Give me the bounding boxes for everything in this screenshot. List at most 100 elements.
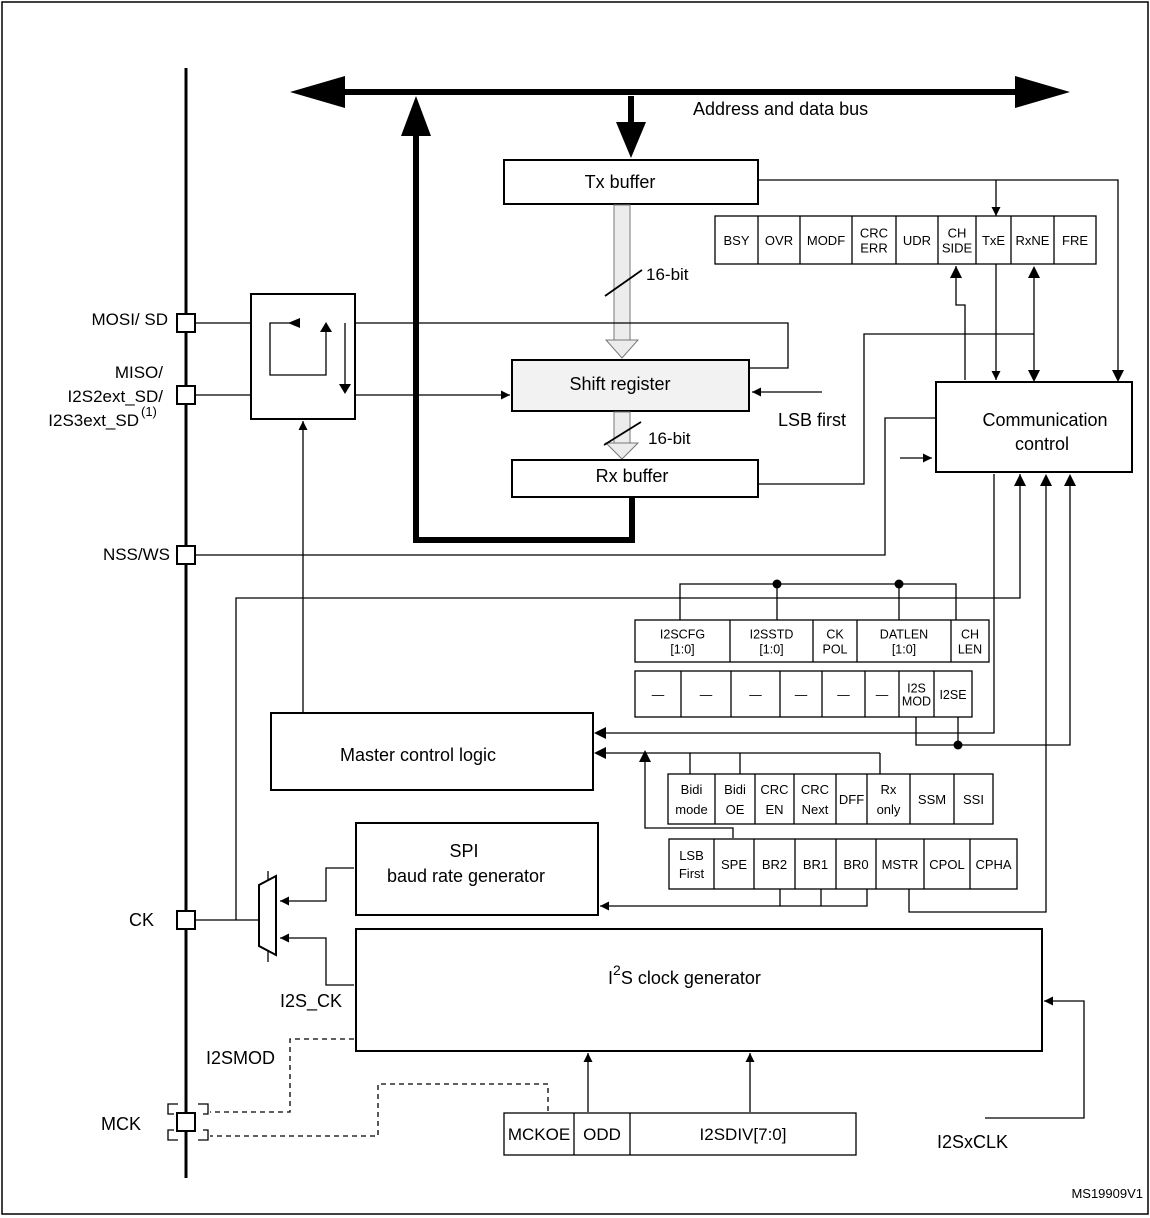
address-data-bus: Address and data bus: [290, 76, 1070, 543]
i2s-clock-generator: I2S clock generator: [355, 928, 1043, 1052]
spi-control-register-low-bit: BR1: [803, 857, 828, 872]
spi-control-register-low-outline: [668, 838, 1018, 890]
i2s-config-register-low-bit: —: [837, 688, 850, 702]
spi-control-register-low-bit: CPOL: [929, 857, 964, 872]
i2s-config-register-low-bit: —: [876, 688, 889, 702]
spi-control-register-high-bit: SSI: [963, 792, 984, 807]
spi-control-register-low-bit: MSTR: [882, 857, 919, 872]
control-wires: [594, 179, 1124, 913]
shift-register: Shift register: [511, 359, 750, 412]
figure-reference: MS19909V1: [1071, 1186, 1143, 1201]
i2s-config-wires: [679, 579, 957, 620]
i2s-config-register-high-bit: I2SCFG[1:0]: [660, 628, 705, 657]
i2s-config-register-low-bit: —: [795, 688, 808, 702]
svg-text:baud rate generator: baud rate generator: [387, 866, 545, 886]
bus-label: Address and data bus: [693, 99, 868, 119]
svg-text:MCK: MCK: [101, 1114, 141, 1134]
spi-control-wires: [594, 747, 881, 911]
svg-text:MISO/: MISO/: [115, 363, 163, 382]
svg-text:Shift register: Shift register: [569, 374, 670, 394]
status-register-bit: UDR: [903, 233, 931, 248]
i2s-ck-label: I2S_CK: [280, 991, 342, 1012]
pin-miso[interactable]: MISO/ I2S2ext_SD/ I2S3ext_SD (1): [48, 363, 196, 430]
shift-to-rx-arrow: 16-bit: [603, 411, 691, 460]
status-register-bit: MODF: [807, 233, 845, 248]
pin-mosi[interactable]: MOSI/ SD: [91, 310, 196, 333]
i2s-prescaler-register-bit: I2SDIV[7:0]: [700, 1125, 787, 1144]
status-register-bit: OVR: [765, 233, 793, 248]
tx-buffer: Tx buffer: [503, 159, 759, 205]
i2s-config-register-high-bit: DATLEN[1:0]: [880, 628, 928, 657]
master-control-logic: Master control logic: [270, 712, 594, 791]
i2s-prescaler-register: MCKOE ODD I2SDIV[7:0]: [503, 1112, 857, 1156]
rx-buffer: Rx buffer: [511, 459, 759, 498]
spi-baud-rate-generator: SPI baud rate generator: [355, 822, 599, 916]
i2sxclk-label: I2SxCLK: [937, 1132, 1008, 1152]
mck-dashed-paths: I2SMOD: [206, 1038, 549, 1137]
spi-control-register-high-outline: [667, 773, 994, 825]
svg-text:NSS/WS: NSS/WS: [103, 545, 170, 564]
spi-control-register-low-bit: CPHA: [975, 857, 1011, 872]
svg-text:Communication: Communication: [982, 410, 1107, 430]
i2s-config-register-low-bit: —: [700, 688, 713, 702]
svg-text:SPI: SPI: [449, 841, 478, 861]
svg-text:I2S2ext_SD/: I2S2ext_SD/: [68, 387, 164, 406]
pin-ck[interactable]: CK: [129, 910, 196, 930]
svg-text:Rx buffer: Rx buffer: [596, 466, 669, 486]
svg-text:CK: CK: [129, 910, 154, 930]
pin-wires: [195, 322, 1026, 921]
i2s-config-register-low-bit: —: [749, 688, 762, 702]
svg-text:Master control logic: Master control logic: [340, 745, 496, 765]
rx-width-label: 16-bit: [648, 429, 691, 448]
i2s-prescaler-register-outline: [503, 1112, 857, 1156]
pin-mck[interactable]: MCK: [101, 1103, 209, 1141]
communication-control: Communication control: [935, 381, 1133, 473]
svg-text:I2S3ext_SD: I2S3ext_SD: [48, 411, 139, 430]
pin-mux-block: [250, 293, 356, 420]
lsb-first-label: LSB first: [778, 410, 846, 430]
status-register-bit: BSY: [723, 233, 749, 248]
tx-to-shift-arrow: 16-bit: [604, 204, 689, 359]
i2s-prescaler-register-bit: ODD: [583, 1125, 621, 1144]
tx-width-label: 16-bit: [646, 265, 689, 284]
svg-text:MOSI/ SD: MOSI/ SD: [91, 310, 168, 329]
status-register-bit: FRE: [1062, 233, 1088, 248]
status-register-outline: [714, 215, 1097, 265]
i2s-prescaler-register-bit: MCKOE: [508, 1125, 570, 1144]
spi-control-register-low-bit: BR2: [762, 857, 787, 872]
i2s-config-register-low-outline: [634, 670, 973, 718]
status-register-bit: RxNE: [1016, 233, 1050, 248]
i2smod-label: I2SMOD: [206, 1048, 275, 1068]
spi-control-register-low-bit: SPE: [721, 857, 747, 872]
spi-control-register-high-bit: SSM: [918, 792, 946, 807]
i2s-config-register-low-bit: —: [652, 688, 665, 702]
svg-text:(1): (1): [141, 404, 157, 419]
clock-mux: I2S_CK: [258, 867, 354, 1012]
svg-text:I2S clock generator: I2S clock generator: [608, 962, 761, 988]
pin-nss-ws[interactable]: NSS/WS: [103, 545, 196, 565]
status-register-bit: TxE: [982, 233, 1005, 248]
spi-control-register-low-bit: BR0: [843, 857, 868, 872]
i2s-config-register-low-bit: I2SE: [939, 688, 966, 702]
i2s-config-register-high-bit: I2SSTD[1:0]: [750, 628, 794, 657]
svg-text:Tx buffer: Tx buffer: [585, 172, 656, 192]
svg-text:control: control: [1015, 434, 1069, 454]
i2s-prescaler-wires: I2SxCLK: [583, 996, 1085, 1152]
